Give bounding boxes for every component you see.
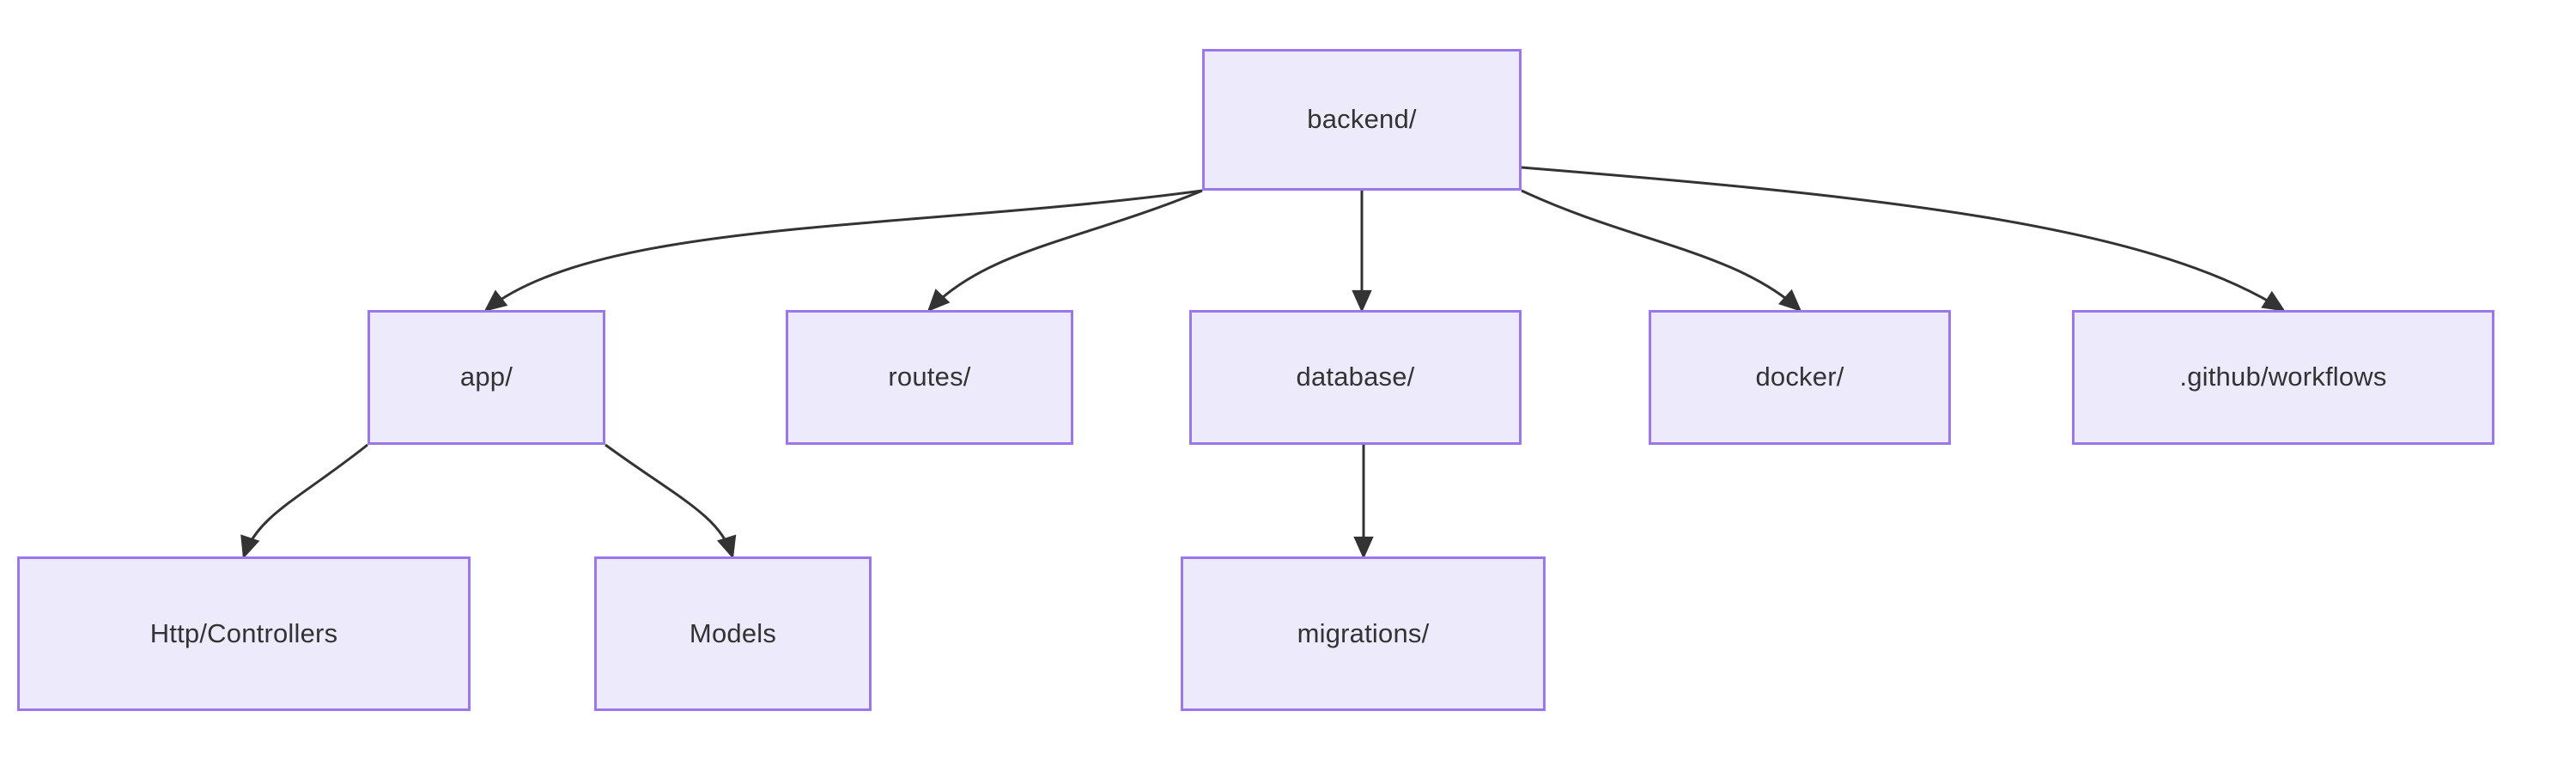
edge-backend-to-github_workflows — [1521, 166, 2286, 312]
node-app[interactable]: app/ — [368, 310, 605, 445]
edge-backend-to-routes — [927, 189, 1203, 313]
node-backend[interactable]: backend/ — [1202, 49, 1522, 191]
node-migrations[interactable]: migrations/ — [1181, 556, 1546, 711]
node-label-github_workflows: .github/workflows — [2179, 362, 2387, 392]
node-routes[interactable]: routes/ — [786, 310, 1073, 445]
node-label-app: app/ — [459, 362, 513, 392]
node-docker[interactable]: docker/ — [1649, 310, 1951, 445]
node-label-backend: backend/ — [1307, 104, 1417, 135]
edge-app-to-models — [605, 443, 737, 559]
edge-app-to-http_controllers — [240, 443, 368, 559]
node-database[interactable]: database/ — [1189, 310, 1522, 445]
node-http_controllers[interactable]: Http/Controllers — [17, 556, 471, 711]
edge-backend-to-app — [483, 189, 1203, 312]
node-github_workflows[interactable]: .github/workflows — [2072, 310, 2494, 445]
node-models[interactable]: Models — [594, 556, 872, 711]
node-label-database: database/ — [1296, 362, 1415, 392]
edge-backend-to-docker — [1521, 189, 1802, 313]
node-label-routes: routes/ — [888, 362, 971, 392]
node-label-models: Models — [689, 617, 777, 648]
node-label-migrations: migrations/ — [1297, 617, 1430, 648]
node-label-http_controllers: Http/Controllers — [149, 617, 338, 648]
node-label-docker: docker/ — [1755, 362, 1844, 392]
